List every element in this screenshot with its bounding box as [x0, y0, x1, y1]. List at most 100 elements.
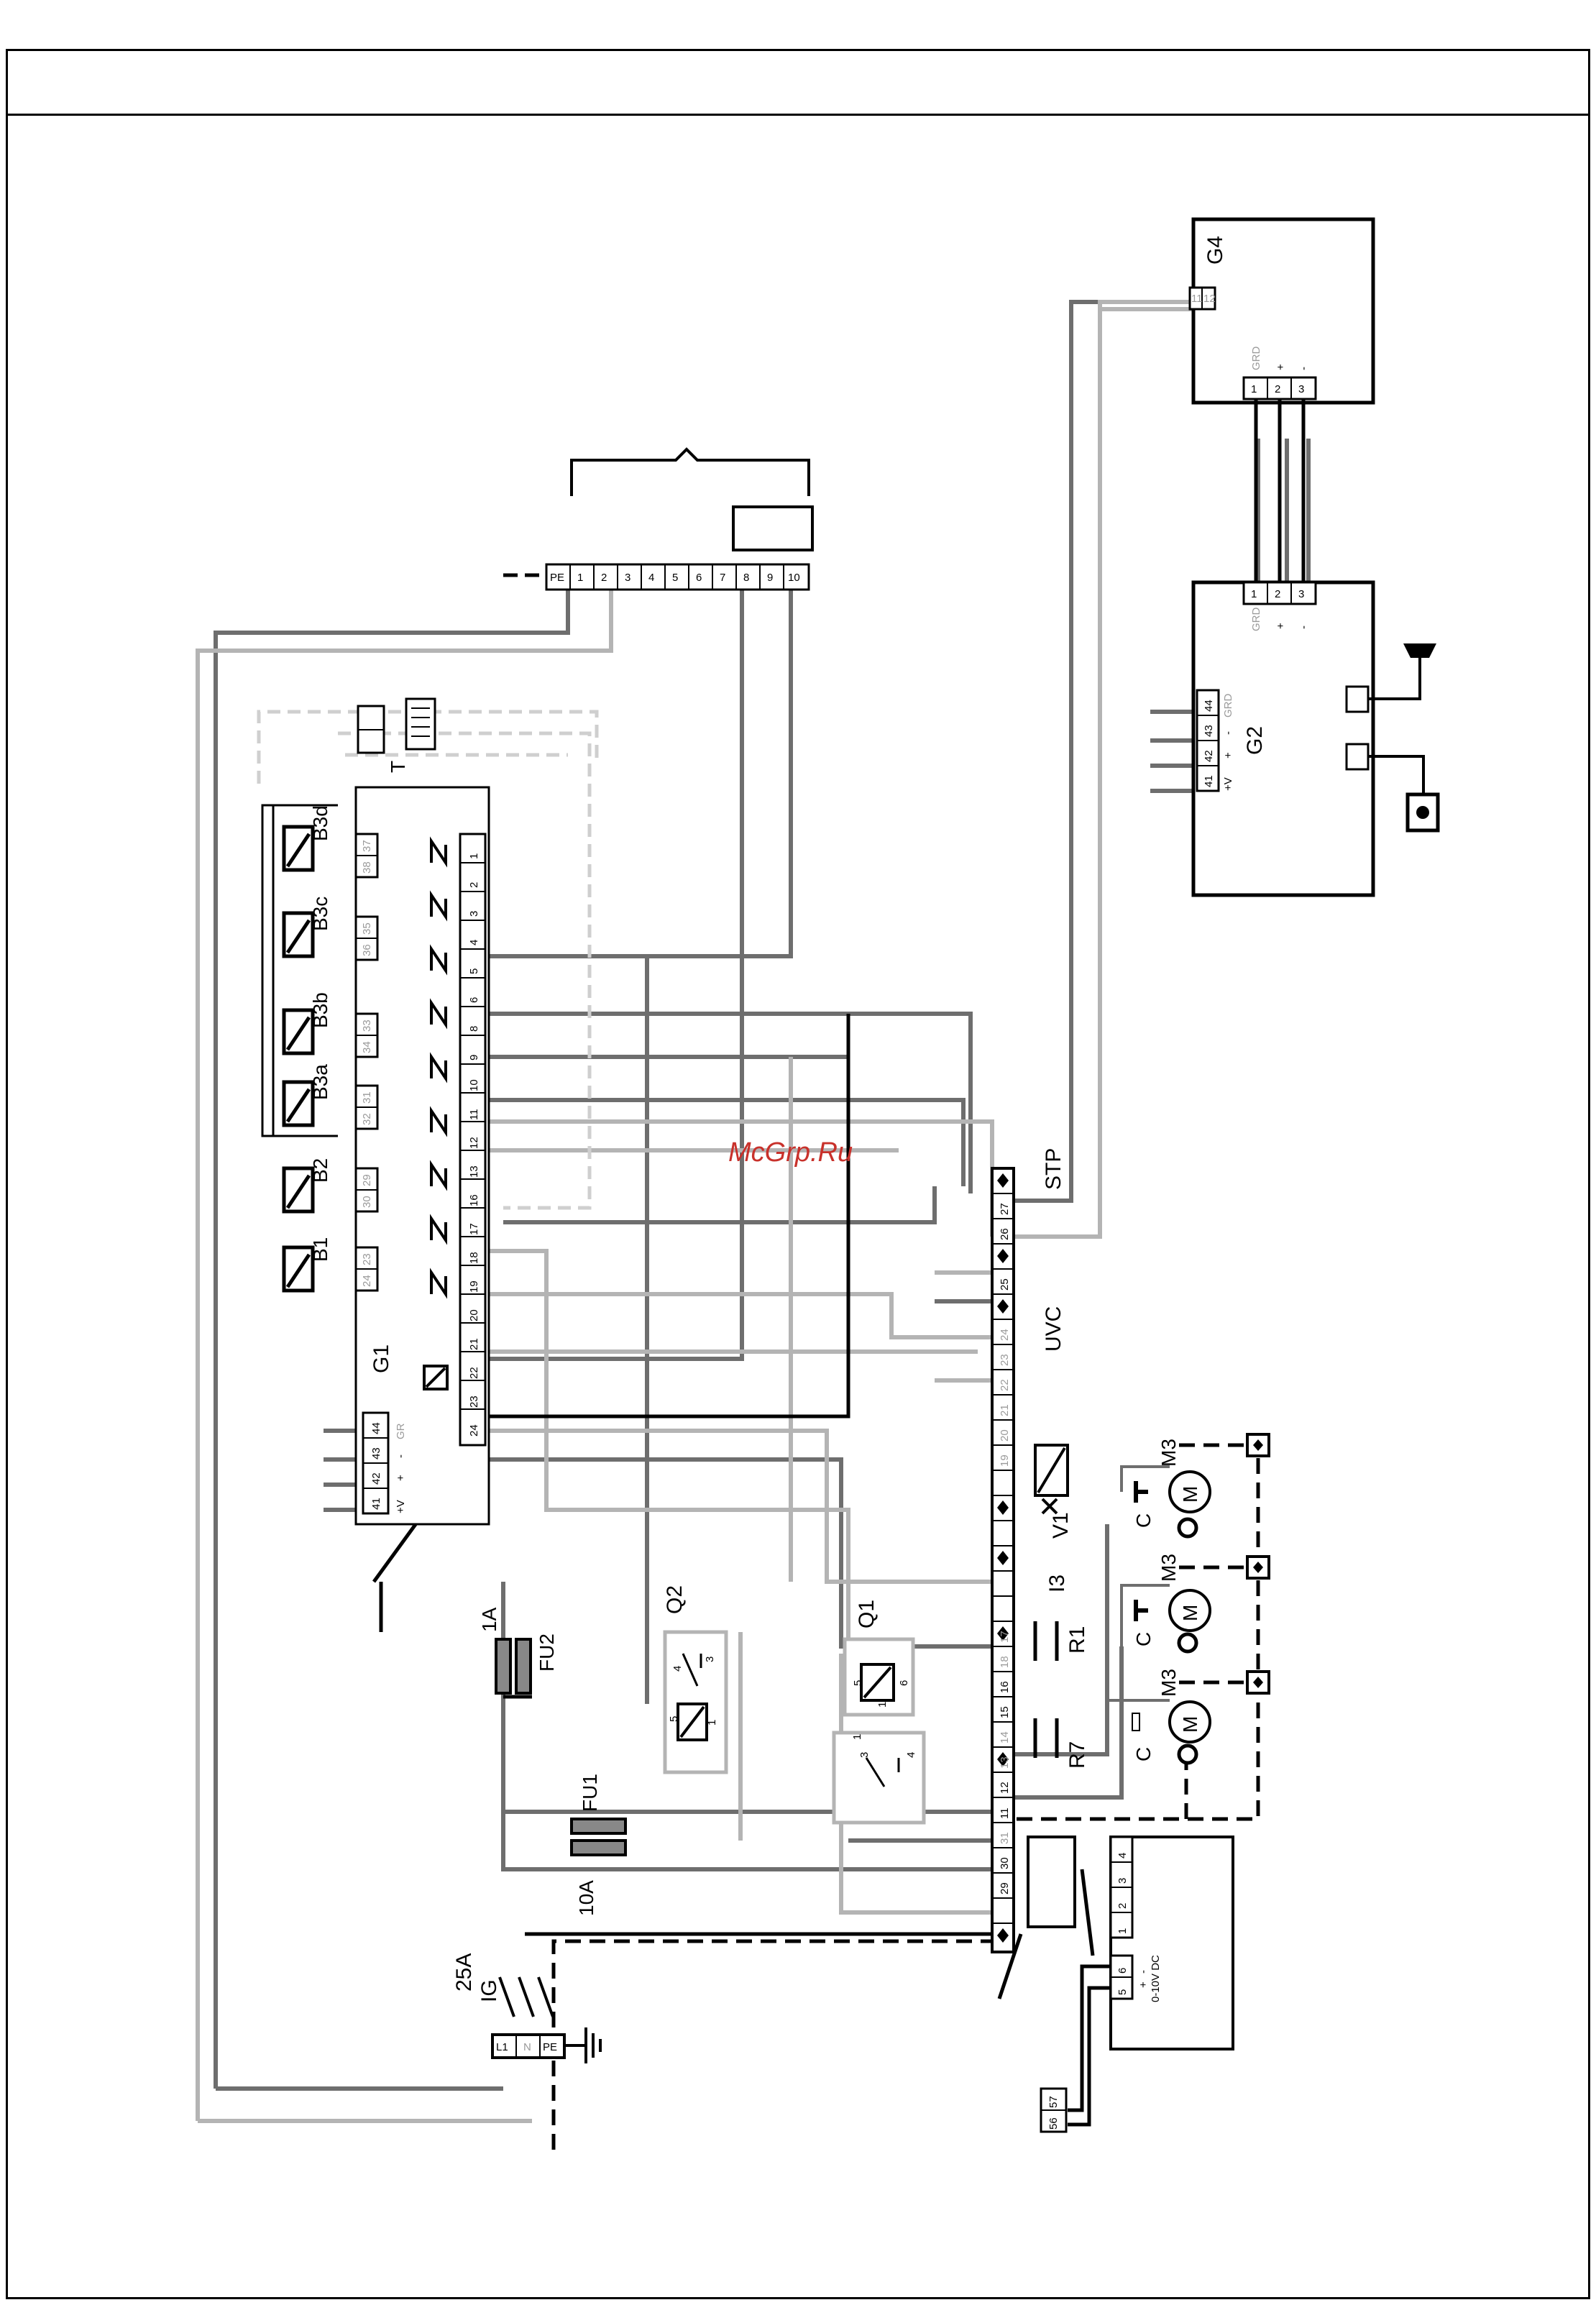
strip-30: 30 [999, 1857, 1011, 1869]
g1-t9: 9 [468, 1055, 480, 1060]
g1-t3: 3 [468, 911, 480, 917]
watermark: McGrp.Ru [728, 1137, 853, 1168]
dc-range: 0-10V DC [1150, 1955, 1162, 2002]
g2-t43: 43 [1203, 725, 1215, 737]
fan2-m: M [1179, 1605, 1201, 1621]
g2-bus-plus: + [1222, 752, 1234, 759]
tb-top-9: 9 [767, 572, 773, 584]
g1-t2: 2 [468, 882, 480, 888]
fan-m3-1: M M3 C [1120, 1439, 1211, 1539]
g1-t5: 5 [468, 968, 480, 974]
fuse-fu1: FU1 10A [570, 1774, 627, 1916]
r7-label: R7 [1065, 1741, 1089, 1769]
b-t31: 31 [361, 1091, 373, 1104]
fan1-cap: C [1132, 1513, 1155, 1528]
ig-rating: 25A [452, 1953, 476, 1992]
g1-t1: 1 [468, 853, 480, 859]
dc-pin-5: 5 [1116, 1989, 1129, 1995]
dc-block-4: 4 [1116, 1853, 1129, 1859]
g2-mark-plus: + [1275, 623, 1287, 629]
q2-pin-5: 5 [668, 1716, 680, 1722]
g4-label: G4 [1203, 236, 1227, 265]
bottom-pin-57: 57 [1047, 2096, 1060, 2108]
speaker-icon [1368, 643, 1436, 700]
g2-bus-grd: GRD [1222, 694, 1234, 718]
strip-16: 16 [999, 1681, 1011, 1693]
g4-t11: 11 [1191, 293, 1203, 305]
contact-pin-4: 4 [905, 1752, 917, 1758]
mains-n: N [523, 2041, 531, 2053]
b-t38: 38 [361, 861, 373, 874]
g1-t4: 4 [468, 940, 480, 945]
b-t32: 32 [361, 1113, 373, 1125]
r1-label: R1 [1065, 1626, 1089, 1654]
relay-q2: Q2 4 3 5 1 [663, 1585, 728, 1774]
strip-25: 25 [999, 1278, 1011, 1291]
b-t33: 33 [361, 1019, 373, 1032]
strip-14: 14 [999, 1731, 1011, 1743]
main-switch-ig: 25A IG [452, 1953, 554, 2017]
dc-block-3: 3 [1116, 1878, 1129, 1884]
label-b3d: B3d [309, 805, 331, 841]
b-t29: 29 [361, 1174, 373, 1186]
strip-26: 26 [999, 1228, 1011, 1240]
strip-11: 11 [999, 1807, 1011, 1819]
bottom-pin-56: 56 [1047, 2117, 1060, 2130]
thermistors [282, 825, 315, 1293]
b-t36: 36 [361, 944, 373, 956]
mains-pe: PE [543, 2041, 557, 2053]
g1-t24: 24 [468, 1424, 480, 1436]
strip-15: 15 [999, 1706, 1011, 1718]
top-terminal-block: PE 1 2 3 4 5 6 7 8 9 10 [545, 563, 810, 591]
fan3-cap: C [1132, 1747, 1155, 1761]
label-b3b: B3b [309, 992, 331, 1028]
strip-22: 22 [999, 1379, 1011, 1391]
tb-top-5: 5 [672, 572, 678, 584]
g1-t13: 13 [468, 1165, 480, 1178]
v1-label: V1 [1049, 1512, 1073, 1539]
fan1-m: M [1179, 1486, 1201, 1503]
stp-label: STP [1042, 1148, 1065, 1190]
g1-bus-plus: + [395, 1475, 407, 1481]
dc-block-2: 2 [1116, 1903, 1129, 1909]
b-t30: 30 [361, 1196, 373, 1208]
fan1-label: M3 [1157, 1439, 1180, 1467]
valve-v1: V1 [1034, 1444, 1073, 1539]
strip-27: 27 [999, 1203, 1011, 1215]
tb-top-2: 2 [601, 572, 607, 584]
resistor-r1: R1 [1033, 1621, 1089, 1661]
dc-plus: + [1137, 1981, 1150, 1988]
sensor-terminal-column: 38 37 36 35 34 33 32 31 30 29 24 23 [354, 833, 379, 1292]
g2-g4-bus [1254, 399, 1306, 582]
strip-24: 24 [999, 1329, 1011, 1341]
g1-t12: 12 [468, 1137, 480, 1149]
g2-t42: 42 [1203, 750, 1215, 762]
sensor-group-b3 [261, 804, 338, 1137]
g2-mark-minus: - [1298, 625, 1310, 629]
g4-link-3: 3 [1298, 383, 1304, 395]
strip-23: 23 [999, 1354, 1011, 1366]
b-t37: 37 [361, 840, 373, 852]
g1-t6: 6 [468, 997, 480, 1003]
g1-t10: 10 [468, 1079, 480, 1091]
tb-top-10: 10 [788, 572, 800, 584]
g1-t22: 22 [468, 1367, 480, 1379]
fu1-rating: 10A [575, 1880, 597, 1916]
fan3-m: M [1179, 1716, 1201, 1733]
g2-link-1: 1 [1251, 588, 1257, 600]
connector-bracket [570, 447, 810, 496]
g1-bus-gr: GR [395, 1423, 407, 1439]
thermistor-labels: B3d B3c B3b B3a B2 B1 [309, 805, 331, 1262]
g4-mark-minus: - [1298, 367, 1310, 370]
tb-top-8: 8 [743, 572, 749, 584]
fan2-cap: C [1132, 1632, 1155, 1646]
g1-t20: 20 [468, 1309, 480, 1321]
fan-m3-2: M M3 C [1120, 1554, 1211, 1654]
q2-pin-3: 3 [704, 1656, 716, 1662]
ground-icon [564, 2027, 602, 2063]
strip-31: 31 [999, 1832, 1011, 1844]
strip-12: 12 [999, 1782, 1011, 1794]
tb-top-4: 4 [648, 572, 654, 584]
page-frame [6, 49, 1590, 2299]
fu2-rating: 1A [478, 1607, 500, 1632]
